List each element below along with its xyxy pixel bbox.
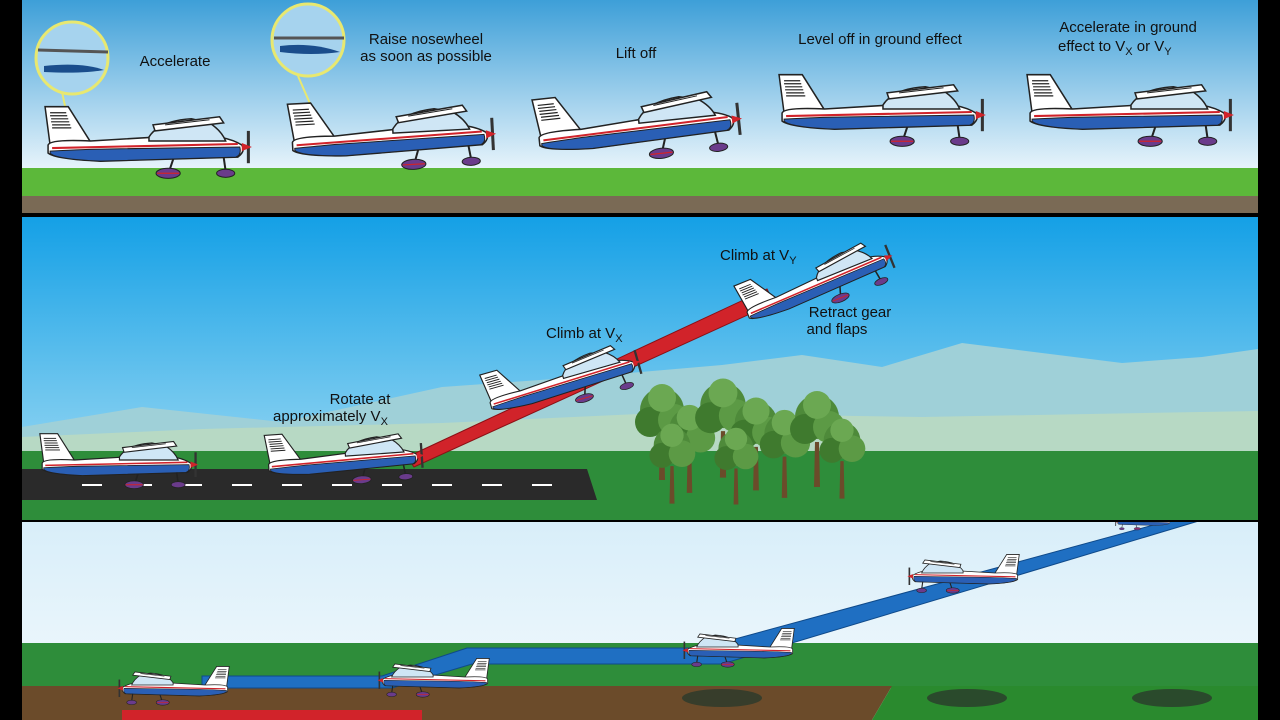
label-accel-ground-effect-1: Accelerate in ground xyxy=(1059,19,1197,36)
label-level-off: Level off in ground effect xyxy=(798,31,963,48)
grass-strip xyxy=(22,168,1258,198)
label-raise-nosewheel-1: Raise nosewheel xyxy=(369,31,483,48)
label-raise-nosewheel-2: as soon as possible xyxy=(360,48,492,65)
runway xyxy=(22,469,597,500)
hills xyxy=(22,411,1258,457)
label-retract-1: Retract gear xyxy=(809,304,892,321)
label-rotate-1: Rotate at xyxy=(330,391,392,408)
middle-panel-short-field-takeoff: Rotate at approximately VX Climb at VX C… xyxy=(22,217,1258,520)
top-panel-soft-field-takeoff: Accelerate Raise nosewheel as soon as po… xyxy=(22,0,1258,213)
label-rotate-2: approximately VX xyxy=(273,408,389,428)
bottom-panel-climb-profile xyxy=(22,522,1258,720)
label-climb-vy: Climb at VY xyxy=(720,247,797,267)
aircraft-shadows xyxy=(682,689,1212,707)
runway-edge xyxy=(122,710,422,720)
label-accelerate: Accelerate xyxy=(140,53,211,70)
nose-attitude-inset-1 xyxy=(34,20,110,139)
label-climb-vx: Climb at VX xyxy=(546,325,623,345)
label-accel-ground-effect-2: effect to VX or VY xyxy=(1058,38,1172,58)
label-lift-off: Lift off xyxy=(616,45,657,62)
ground-strip xyxy=(22,196,1258,213)
nose-attitude-inset-2 xyxy=(270,2,346,123)
label-retract-2: and flaps xyxy=(807,321,868,338)
